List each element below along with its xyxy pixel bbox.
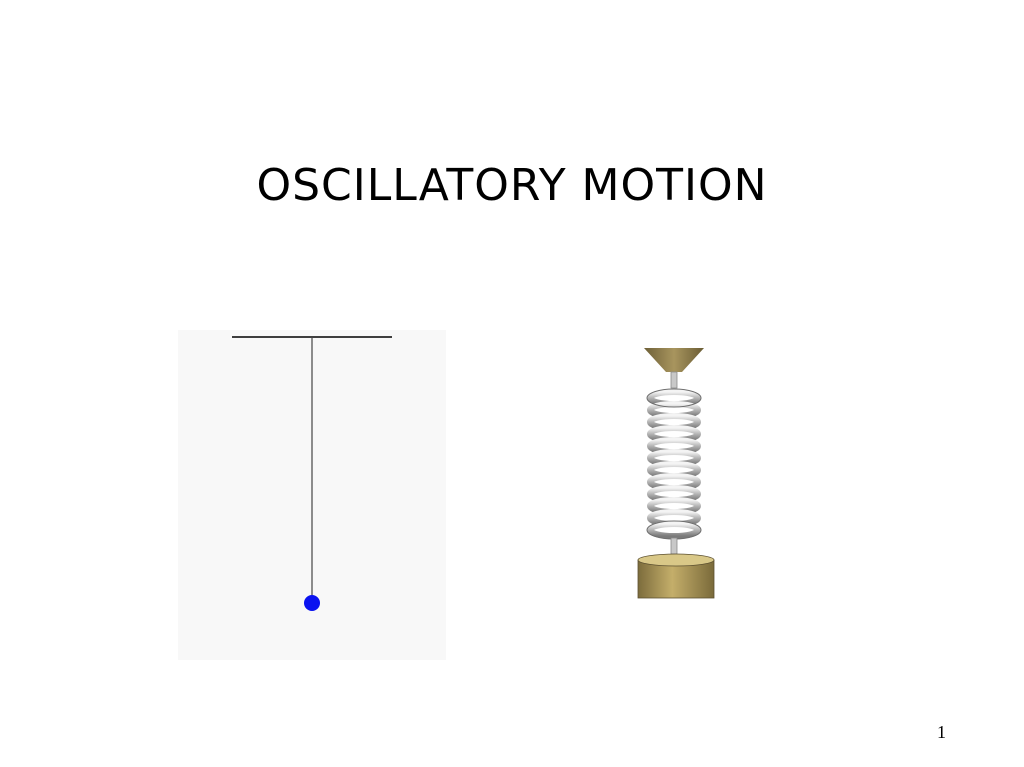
- spring-bottom-hook: [670, 537, 678, 555]
- spring-mount: [644, 348, 704, 372]
- page-number: 1: [937, 722, 946, 742]
- slide-title: OSCILLATORY MOTION: [256, 160, 768, 211]
- pendulum-icon: [178, 330, 446, 660]
- pendulum-bob: [304, 595, 320, 611]
- spring-top-hook: [670, 371, 678, 389]
- spring-coil: [647, 389, 701, 539]
- spring-mass-icon: [637, 348, 715, 599]
